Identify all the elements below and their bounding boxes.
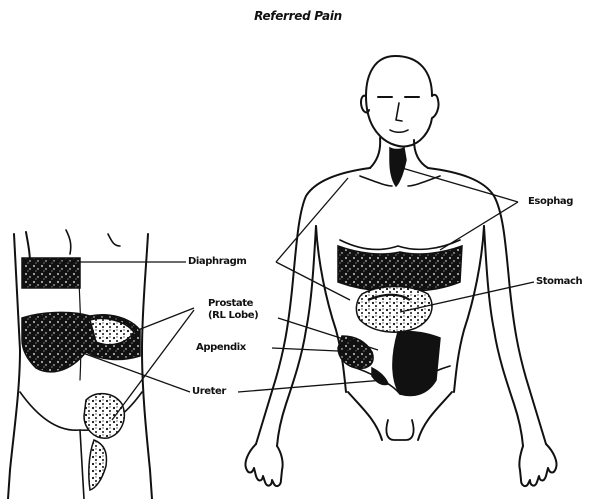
prostate-label: Prostate (RL Lobe) (208, 298, 258, 322)
prostate-label-line1: Prostate (208, 298, 258, 310)
prostate-leader-back (138, 308, 194, 330)
mouth (390, 130, 408, 132)
esophagus-label: Esophag (528, 196, 573, 208)
prostate-label-line2: (RL Lobe) (208, 310, 258, 322)
right-hand (519, 444, 556, 486)
back-torso-right (142, 234, 152, 499)
diaphragm-label: Diaphragm (188, 256, 246, 268)
left-arm-outer (256, 168, 370, 444)
front-pain-regions (338, 148, 462, 395)
back-ureter-region (84, 394, 124, 439)
head-outline (366, 56, 439, 147)
diaphragm-leader-front (276, 178, 348, 262)
left-groin (348, 392, 382, 440)
nose (396, 103, 402, 121)
esophagus-leader-1 (402, 168, 518, 202)
ureter-leader-front (238, 380, 384, 392)
stomach-label: Stomach (536, 276, 582, 288)
ureter-region (372, 368, 388, 385)
back-thigh-region (89, 440, 107, 490)
appendix-label: Appendix (196, 342, 246, 354)
esophagus-region (390, 148, 406, 186)
back-torso-left (8, 234, 20, 499)
genital-outline (386, 420, 413, 440)
stomach-band-region (338, 246, 462, 291)
esophagus-leader-2 (440, 202, 518, 250)
collarbone-left (360, 176, 392, 186)
lower-right-region (393, 331, 440, 395)
right-arm-outer (428, 168, 546, 444)
back-spine-top (66, 230, 71, 254)
left-arm-inner (277, 226, 316, 446)
leg-divide (80, 430, 84, 499)
neck-left (370, 138, 380, 168)
chest-line (340, 240, 460, 249)
left-hand (245, 444, 282, 486)
right-groin (418, 392, 452, 440)
stomach-region (356, 287, 432, 333)
back-right-arm-line (108, 234, 120, 246)
ureter-label: Ureter (192, 386, 226, 398)
